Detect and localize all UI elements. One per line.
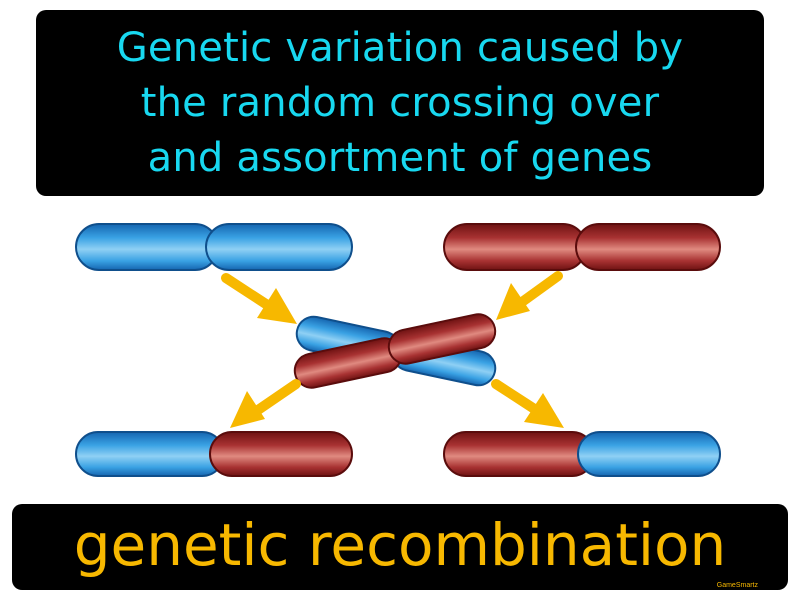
recombinant-chromosome-red-blue [443,431,721,477]
crossing-over-red [293,313,497,389]
arrow-out-left-icon [230,379,301,428]
recombinant-chromosome-blue-red [75,431,353,477]
arrow-in-right-icon [496,271,563,320]
definition-line-2: the random crossing over [140,79,660,126]
brand-logo-text: GameSmartz [716,582,758,589]
definition-line-1: Genetic variation caused by [116,24,684,71]
recombination-diagram [75,223,721,477]
parent-chromosome-blue [75,223,353,271]
parent-chromosome-red [443,223,721,271]
definition-panel: Genetic variation caused by the random c… [36,10,764,196]
arrow-in-left-icon [221,273,297,324]
arrow-out-right-icon [491,379,564,428]
term-panel: genetic recombination [12,504,788,590]
definition-line-3: and assortment of genes [147,134,653,181]
term-title: genetic recombination [73,511,727,579]
